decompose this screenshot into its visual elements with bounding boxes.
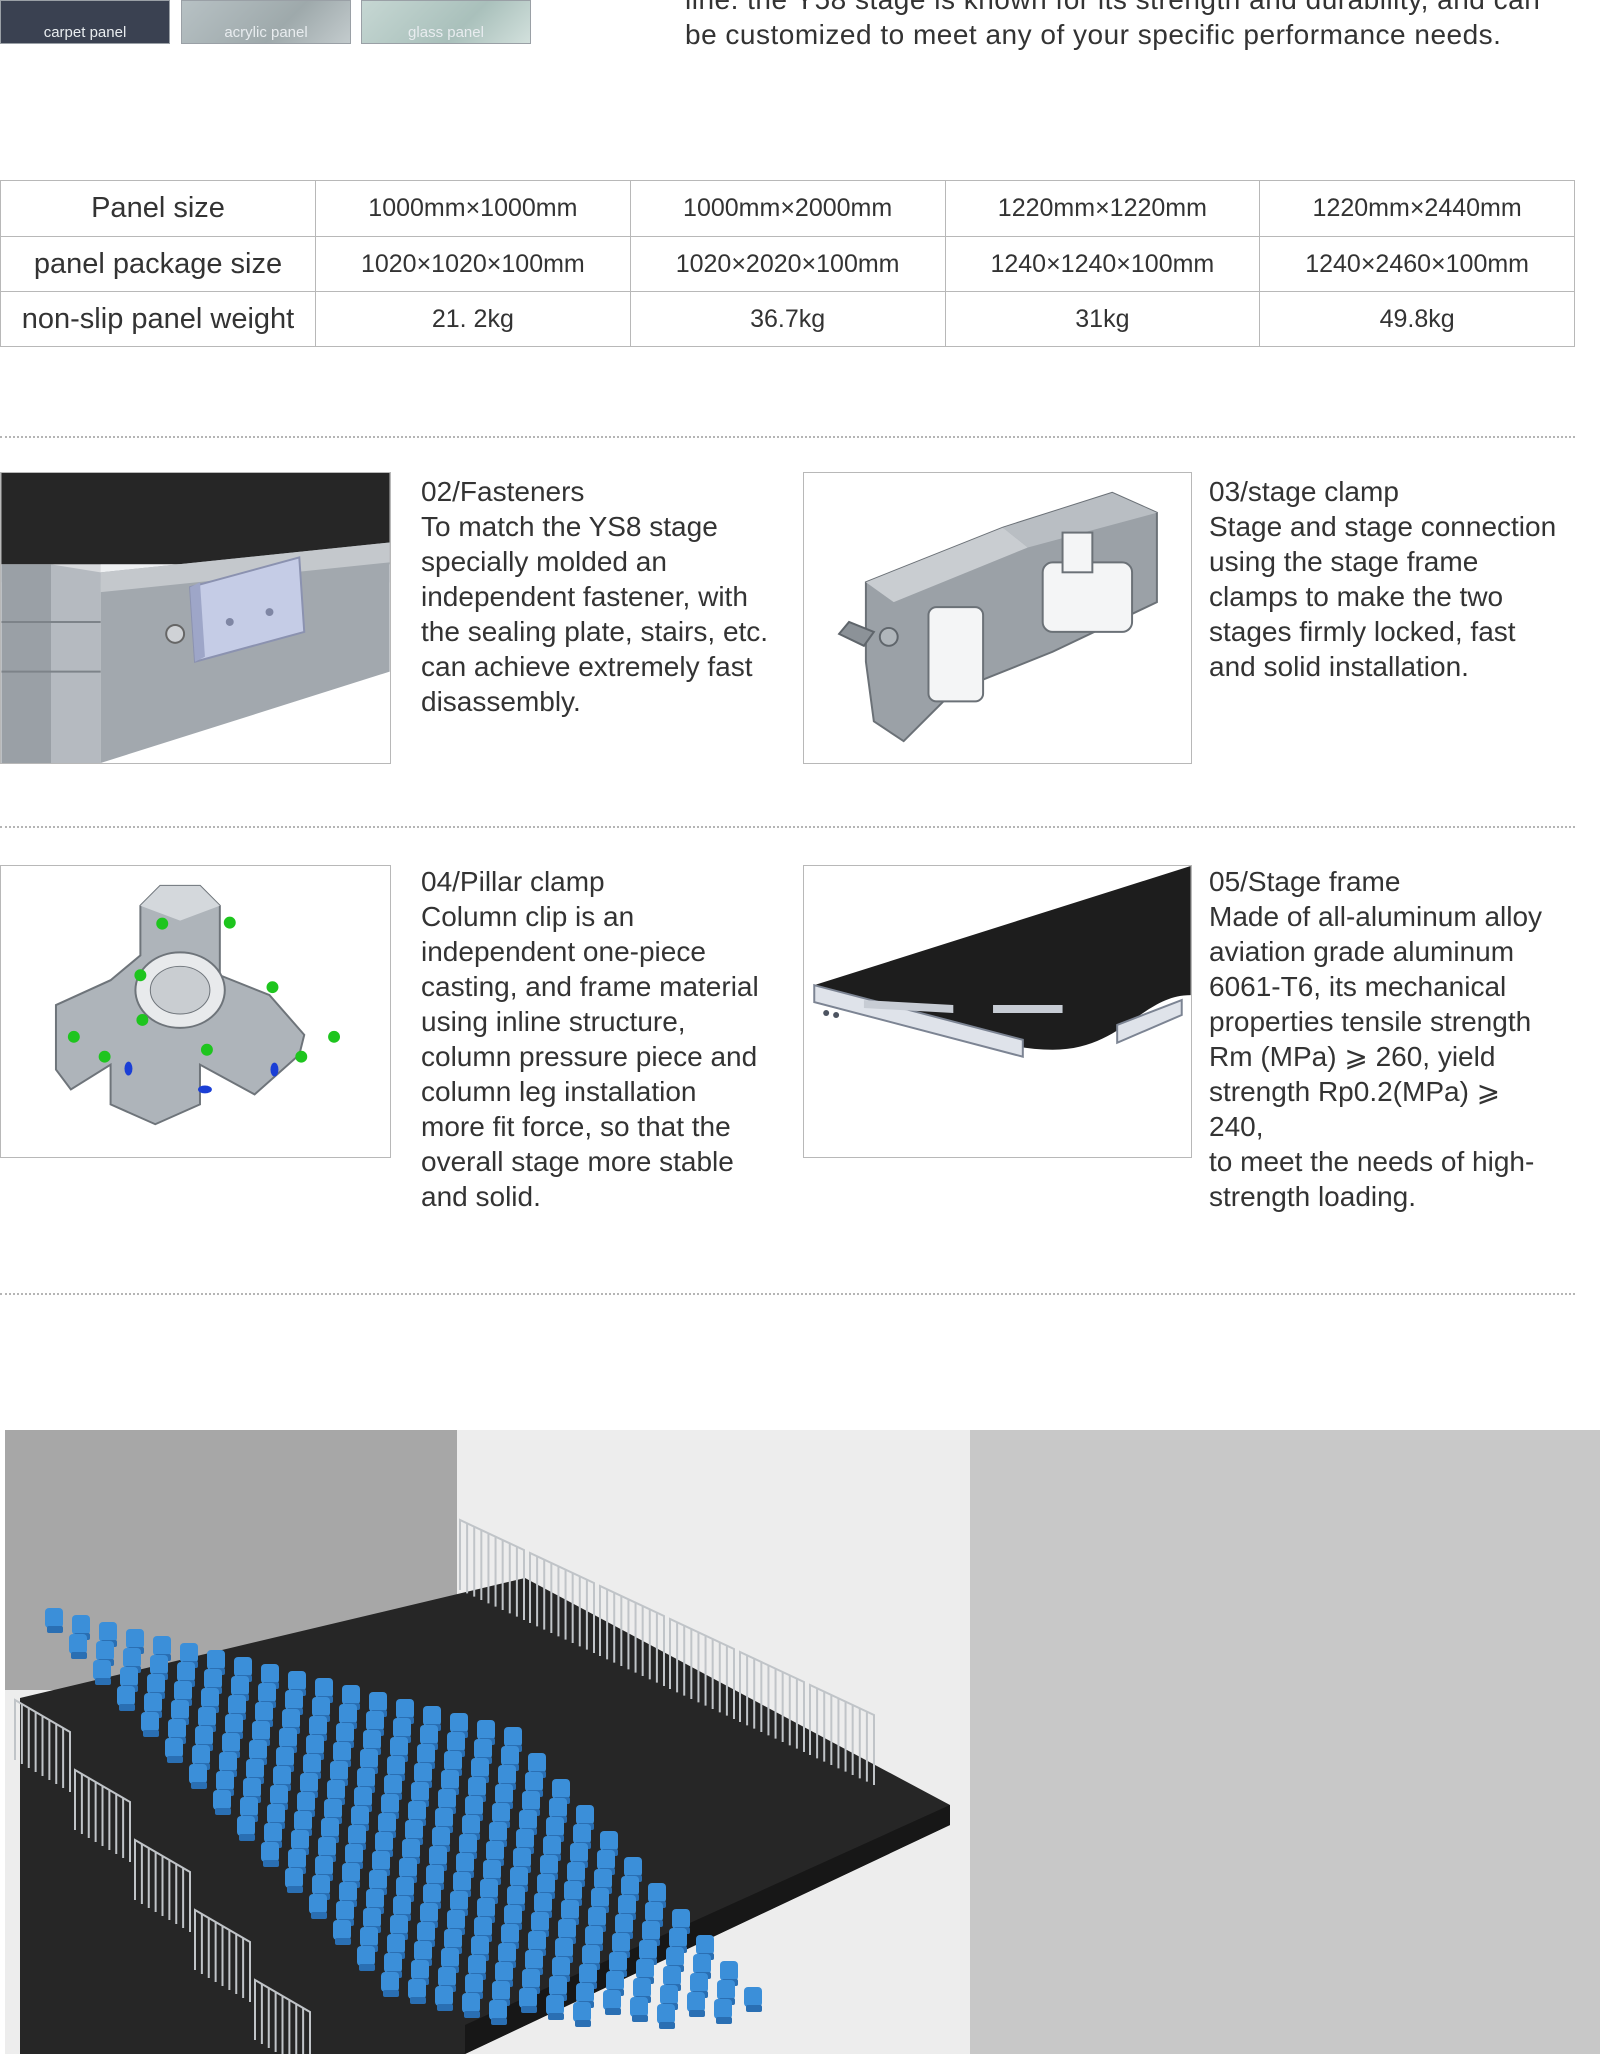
table-row: Panel size 1000mm×1000mm 1000mm×2000mm 1…: [0, 180, 1575, 237]
acrylic-panel-swatch: acrylic panel: [181, 0, 351, 44]
feature-title: 03/stage clamp: [1209, 476, 1399, 507]
seat-icon: [165, 1738, 183, 1763]
row-header: Panel size: [0, 180, 316, 237]
feature-title: 04/Pillar clamp: [421, 866, 605, 897]
table-cell: 1220mm×2440mm: [1259, 180, 1575, 237]
seat-icon: [333, 1920, 351, 1945]
barrier-fence-icon: [194, 1908, 251, 2002]
table-cell: 1240×1240×100mm: [944, 236, 1261, 292]
seat-icon: [213, 1790, 231, 1815]
auditorium-seating-render: [5, 1430, 1600, 2054]
table-cell: 49.8kg: [1259, 291, 1575, 347]
table-cell: 1240×2460×100mm: [1259, 236, 1575, 292]
feature-title: 05/Stage frame: [1209, 866, 1401, 897]
seat-icon: [573, 2002, 591, 2027]
barrier-fence-icon: [599, 1584, 665, 1686]
dotted-divider: [0, 1293, 1575, 1295]
dotted-divider: [0, 436, 1575, 438]
seat-icon: [309, 1894, 327, 1919]
feature-stage-clamp: 03/stage clamp Stage and stage connectio…: [1209, 474, 1589, 684]
seat-icon: [519, 1988, 537, 2013]
seat-icon: [462, 1993, 480, 2018]
feature-text: Made of all-aluminum alloy aviation grad…: [1209, 901, 1543, 1212]
row-header: non-slip panel weight: [0, 291, 316, 347]
table-cell: 1020×1020×100mm: [315, 236, 631, 292]
seat-icon: [714, 1999, 732, 2024]
feature-title: 02/Fasteners: [421, 476, 585, 507]
pillar-clamp-image: [0, 865, 391, 1158]
glass-panel-label: glass panel: [408, 24, 484, 41]
table-cell: 1000mm×2000mm: [629, 180, 946, 237]
seat-icon: [45, 1608, 63, 1633]
table-cell: 21. 2kg: [315, 291, 631, 347]
carpet-panel-swatch: carpet panel: [0, 0, 170, 44]
seat-icon: [687, 1992, 705, 2017]
seat-icon: [93, 1660, 111, 1685]
carpet-panel-label: carpet panel: [43, 24, 127, 41]
barrier-fence-icon: [74, 1768, 131, 1862]
barrier-fence-icon: [529, 1551, 595, 1653]
barrier-fence-icon: [809, 1683, 875, 1785]
seat-icon: [603, 1990, 621, 2015]
seat-icon: [357, 1946, 375, 1971]
row-header: panel package size: [0, 236, 316, 292]
seat-icon: [69, 1634, 87, 1659]
specs-table: Panel size 1000mm×1000mm 1000mm×2000mm 1…: [0, 180, 1575, 347]
barrier-fence-icon: [254, 1978, 311, 2054]
feature-text: Stage and stage connection using the sta…: [1209, 511, 1557, 682]
seat-icon: [408, 1979, 426, 2004]
table-cell: 1000mm×1000mm: [315, 180, 631, 237]
seat-icon: [189, 1764, 207, 1789]
fastener-image: [0, 472, 391, 764]
feature-pillar-clamp: 04/Pillar clamp Column clip is an indepe…: [421, 864, 801, 1214]
seat-icon: [117, 1686, 135, 1711]
intro-paragraph: line. the Y58 stage is known for its str…: [685, 0, 1540, 50]
seat-icon: [237, 1816, 255, 1841]
seat-icon: [435, 1986, 453, 2011]
barrier-fence-icon: [669, 1617, 735, 1719]
seat-icon: [546, 1995, 564, 2020]
table-row: panel package size 1020×1020×100mm 1020×…: [0, 236, 1575, 292]
glass-panel-swatch: glass panel: [361, 0, 531, 44]
feature-text: Column clip is an independent one-piece …: [421, 901, 759, 1212]
table-cell: 36.7kg: [629, 291, 946, 347]
table-cell: 31kg: [944, 291, 1261, 347]
seat-icon: [381, 1972, 399, 1997]
table-row: non-slip panel weight 21. 2kg 36.7kg 31k…: [0, 291, 1575, 347]
seat-icon: [744, 1987, 762, 2012]
seat-icon: [261, 1842, 279, 1867]
seat-icon: [630, 1997, 648, 2022]
feature-fasteners: 02/Fasteners To match the YS8 stage spec…: [421, 474, 791, 719]
barrier-fence-icon: [739, 1650, 805, 1752]
barrier-fence-icon: [134, 1838, 191, 1932]
seat-icon: [489, 2000, 507, 2025]
acrylic-panel-label: acrylic panel: [224, 24, 308, 41]
stage-frame-image: [803, 865, 1192, 1158]
stage-clamp-image: [803, 472, 1192, 764]
table-cell: 1220mm×1220mm: [944, 180, 1261, 237]
feature-stage-frame: 05/Stage frame Made of all-aluminum allo…: [1209, 864, 1599, 1214]
barrier-fence-icon: [14, 1698, 71, 1792]
table-cell: 1020×2020×100mm: [629, 236, 946, 292]
seat-icon: [657, 2004, 675, 2029]
seat-icon: [285, 1868, 303, 1893]
barrier-fence-icon: [459, 1518, 525, 1620]
feature-text: To match the YS8 stage specially molded …: [421, 511, 769, 717]
seat-icon: [141, 1712, 159, 1737]
dotted-divider: [0, 826, 1575, 828]
